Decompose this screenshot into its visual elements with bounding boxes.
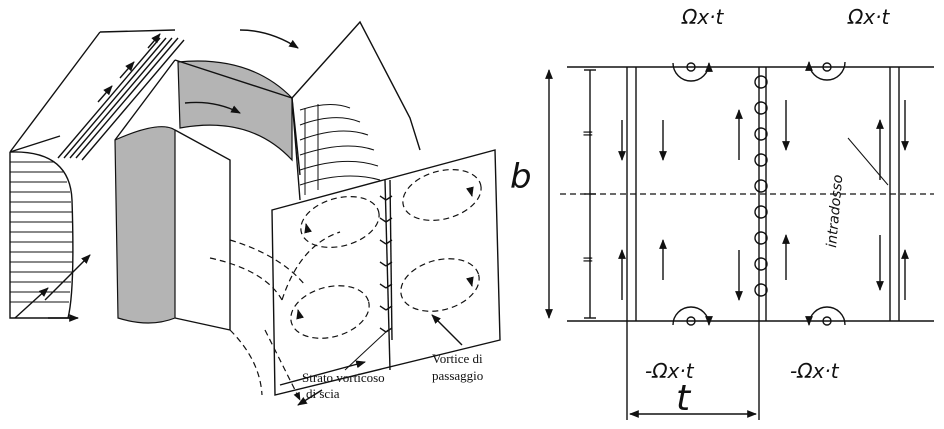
vortice-label-1: Vortice di — [432, 351, 483, 366]
span-dimension: = = — [545, 69, 596, 319]
strato-label-1: Strato vorticoso — [302, 370, 385, 385]
far-blade-outline — [9, 29, 176, 153]
cascade-perspective-figure: Strato vorticoso di scia Vortice di pass… — [9, 20, 501, 406]
eq-mark-bottom: = — [582, 252, 594, 268]
eq-mark-top: = — [582, 126, 594, 142]
bottom-right-vortex — [805, 306, 846, 326]
wake-vortex-chain — [754, 75, 768, 297]
vortice-label-2: passaggio — [432, 368, 483, 383]
strato-label-2: di scia — [306, 386, 340, 401]
wake-hatching — [291, 97, 381, 201]
secondary-flow-arrows — [618, 100, 909, 301]
top-flow-arrow — [239, 29, 299, 49]
strato-arrow — [297, 389, 323, 406]
blade-1 — [114, 59, 231, 331]
top-right-vortex — [805, 61, 846, 81]
bottom-left-vortex — [672, 306, 713, 326]
inlet-velocity-profile — [9, 151, 91, 322]
omega-bottom-right: -Ωx·t — [790, 359, 840, 383]
omega-top-left: Ωx·t — [681, 5, 724, 29]
mid-flow-arrow — [184, 101, 241, 114]
pitch-label-t: t — [676, 378, 692, 419]
passage-vortices — [290, 169, 482, 339]
omega-top-right: Ωx·t — [847, 5, 890, 29]
vortice-leader — [431, 314, 463, 346]
dashed-streamlines — [209, 231, 341, 401]
intradosso-leader — [847, 137, 889, 186]
incoming-streamlines — [57, 33, 185, 161]
strato-leader — [344, 329, 389, 371]
cascade-planar-figure: = = b — [510, 5, 934, 420]
top-left-vortex — [672, 62, 713, 82]
blade-2 — [174, 20, 421, 176]
intradosso-label: intradosso — [824, 174, 846, 248]
pitch-dimension — [626, 321, 760, 420]
exit-plane — [271, 149, 501, 396]
blade-traces — [626, 67, 900, 321]
outflow-arrow — [279, 360, 366, 386]
span-label-b: b — [510, 157, 532, 197]
wake-vortex-sheet — [379, 195, 393, 333]
omega-bottom-left: -Ωx·t — [645, 359, 695, 383]
